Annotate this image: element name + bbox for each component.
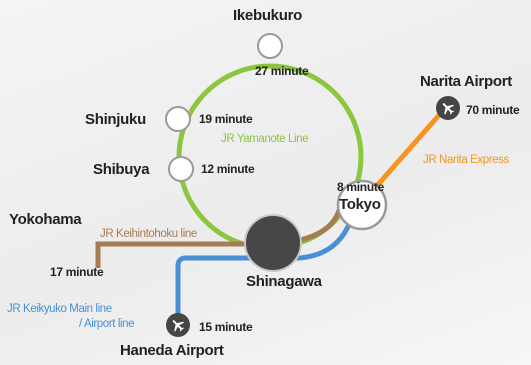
keikyu-line xyxy=(175,212,356,320)
keikyu-line-label-1: JR Keikyuko Main line xyxy=(7,303,112,315)
station-label-shinagawa: Shinagawa xyxy=(246,273,322,290)
time-label-tokyo: 8 minute xyxy=(337,180,384,194)
time-label-haneda: 15 minute xyxy=(199,320,253,334)
narita-express-label: JR Narita Express xyxy=(423,154,509,166)
yamanote-line-label: JR Yamanote Line xyxy=(221,133,309,145)
time-label-narita: 70 minute xyxy=(466,103,520,117)
time-label-ikebukuro: 27 minute xyxy=(255,64,309,78)
station-marker-shibuya[interactable] xyxy=(168,156,194,182)
station-label-narita: Narita Airport xyxy=(420,73,512,90)
time-label-shibuya: 12 minute xyxy=(201,162,255,176)
station-label-tokyo: Tokyo xyxy=(339,196,381,213)
keihintohoku-line-label: JR Keihintohoku line xyxy=(100,228,197,240)
station-marker-shinjuku[interactable] xyxy=(165,106,191,132)
time-label-shinjuku: 19 minute xyxy=(199,112,253,126)
airplane-icon xyxy=(166,313,190,337)
station-marker-ikebukuro[interactable] xyxy=(257,33,283,59)
time-label-yokohama: 17 minute xyxy=(50,265,104,279)
station-label-shinjuku: Shinjuku xyxy=(85,111,146,128)
station-label-ikebukuro: Ikebukuro xyxy=(233,7,302,24)
station-marker-tokyo[interactable] xyxy=(336,179,388,231)
station-label-yokohama: Yokohama xyxy=(9,211,82,228)
station-marker-shinagawa[interactable] xyxy=(244,214,302,272)
station-label-shibuya: Shibuya xyxy=(93,161,150,178)
airplane-icon xyxy=(436,96,460,120)
station-label-haneda: Haneda Airport xyxy=(120,342,224,359)
keikyu-line-label-2: / Airport line xyxy=(79,318,135,330)
